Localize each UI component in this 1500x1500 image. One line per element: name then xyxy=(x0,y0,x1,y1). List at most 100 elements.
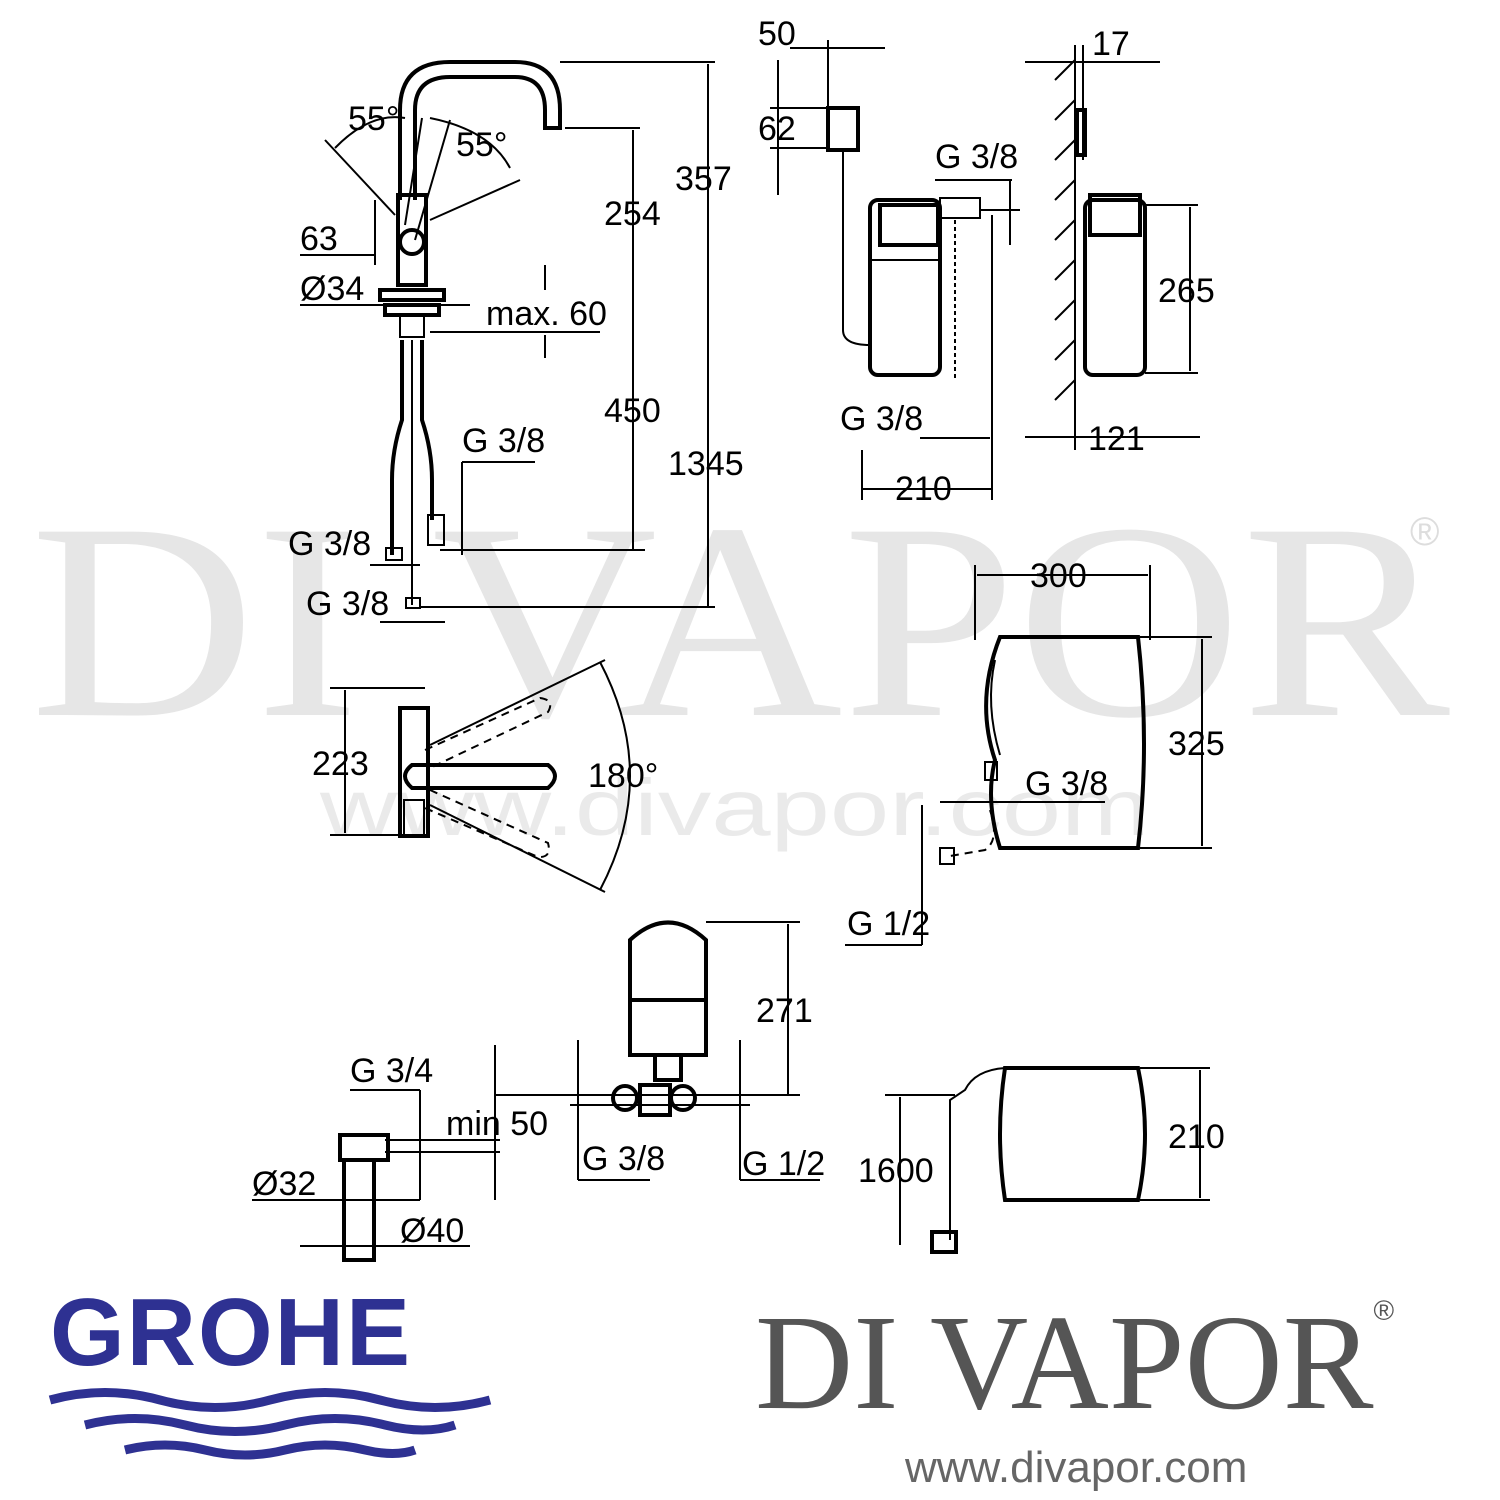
boiler-plug xyxy=(930,1230,958,1254)
filter-head xyxy=(878,203,940,247)
valve-center xyxy=(638,1083,672,1117)
angle-arc-right xyxy=(429,117,511,169)
dim-180: 180° xyxy=(588,757,658,795)
dim-max60: max. 60 xyxy=(486,295,607,333)
dim-50: 50 xyxy=(758,15,796,53)
tap-hose-right xyxy=(420,340,434,520)
divapor-url: www.divapor.com xyxy=(905,1443,1248,1492)
tap-spout xyxy=(398,60,562,200)
tap-connector-left xyxy=(385,547,403,561)
angle-arc-left xyxy=(334,116,406,149)
filter-cable xyxy=(842,150,871,346)
dim-121: 121 xyxy=(1088,420,1145,458)
thread-right-label: G 3/8 xyxy=(462,422,545,460)
dim-325: 325 xyxy=(1168,725,1225,763)
tap-connector-right xyxy=(427,514,445,546)
dim-300: 300 xyxy=(1030,557,1087,595)
waste-trap-pipe xyxy=(342,1158,376,1262)
thread-g34-label: G 3/4 xyxy=(350,1052,433,1090)
watermark-brand: DI VAPOR xyxy=(30,465,1452,776)
tap-shank xyxy=(399,314,425,338)
filter-valve xyxy=(939,197,981,219)
dim-265: 265 xyxy=(1158,272,1215,310)
tap-hose-left xyxy=(390,340,404,555)
thread-boiler-inlet: G 1/2 xyxy=(847,905,930,943)
plan-spout-upper xyxy=(424,696,552,769)
angle-ray-left xyxy=(324,139,396,216)
side-cartridge xyxy=(1083,198,1147,377)
waste-fitting: G 3/4 min 50 Ø32 Ø40 xyxy=(252,1052,548,1262)
thread-boiler-outlet: G 3/8 xyxy=(1025,765,1108,803)
filter-cartridge xyxy=(868,198,942,377)
grohe-wave-logo xyxy=(48,1388,492,1460)
dim-1345: 1345 xyxy=(668,445,744,483)
divapor-registered-mark: ® xyxy=(1373,1295,1395,1326)
tap-elevation: 55° 55° 63 Ø34 max. 60 254 450 357 1345 … xyxy=(288,60,744,623)
thread-bottom-label-filter: G 3/8 xyxy=(840,400,923,438)
side-head xyxy=(1088,193,1142,237)
angle-ray-center xyxy=(404,117,423,226)
angle-right-label: 55° xyxy=(456,126,507,164)
expansion-vessel: 271 G 3/8 G 1/2 xyxy=(494,920,825,1200)
thread-top-label: G 3/8 xyxy=(935,138,1018,176)
dim-d32: Ø32 xyxy=(252,1165,316,1203)
valve-left xyxy=(611,1084,639,1112)
boiler-front: 300 325 G 3/8 G 1/2 xyxy=(845,557,1225,946)
vessel-neck xyxy=(653,1053,683,1082)
boiler-side: 210 1600 xyxy=(858,1066,1225,1254)
boiler-side-body xyxy=(998,1066,1147,1202)
thread-vessel-right: G 1/2 xyxy=(742,1145,825,1183)
boiler-inlet-pipe xyxy=(949,809,995,857)
waste-trap-head xyxy=(338,1133,390,1162)
dim-17: 17 xyxy=(1092,25,1130,63)
dim-1600: 1600 xyxy=(858,1152,934,1190)
swivel-ray-bottom xyxy=(429,804,606,893)
angle-left-label: 55° xyxy=(348,100,399,138)
plan-spout-center xyxy=(403,763,557,790)
thread-vessel-left: G 3/8 xyxy=(582,1140,665,1178)
thread-bottom-label: G 3/8 xyxy=(306,585,389,623)
watermark-registered: ® xyxy=(1410,510,1439,554)
dim-254: 254 xyxy=(604,195,661,233)
tap-handle xyxy=(398,228,426,256)
tap-base-nut xyxy=(383,303,441,317)
dim-271: 271 xyxy=(756,992,813,1030)
divapor-logo: DI VAPOR® www.divapor.com xyxy=(755,1295,1475,1493)
valve-right xyxy=(669,1084,697,1112)
filter-unit: 50 62 G 3/8 G 3/8 210 17 xyxy=(758,15,1215,508)
tap-connector-bottom xyxy=(405,597,421,609)
swivel-ray-top xyxy=(429,659,606,746)
boiler-outlet xyxy=(984,761,998,781)
dim-210-filter: 210 xyxy=(895,470,952,508)
tap-base-washer xyxy=(378,288,446,302)
boiler-inner-curve xyxy=(990,659,1001,756)
dim-min50: min 50 xyxy=(446,1105,548,1143)
dim-63: 63 xyxy=(300,220,338,258)
dim-223: 223 xyxy=(312,745,369,783)
thread-left-label: G 3/8 xyxy=(288,525,371,563)
dim-450: 450 xyxy=(604,392,661,430)
angle-ray-right xyxy=(429,179,521,221)
boiler-inlet xyxy=(939,847,955,865)
wall-hatch xyxy=(1054,59,1076,401)
vessel-body xyxy=(628,920,708,1057)
swivel-arc xyxy=(599,661,631,891)
boiler-cable xyxy=(949,1067,1006,1240)
dim-d34: Ø34 xyxy=(300,270,364,308)
watermark-url: www.divapor.com xyxy=(319,763,1150,852)
filter-control-box xyxy=(826,106,860,152)
tap-body xyxy=(396,193,428,287)
dim-62: 62 xyxy=(758,110,796,148)
divapor-logo-text: DI VAPOR xyxy=(755,1288,1374,1438)
grohe-logo-text: GROHE xyxy=(50,1279,413,1386)
plan-spout-lower xyxy=(424,789,550,859)
tap-plan: 223 180° xyxy=(312,659,658,893)
plan-tap-base xyxy=(403,799,425,837)
watermark: DI VAPOR ® www.divapor.com xyxy=(30,465,1452,852)
dim-210-side: 210 xyxy=(1168,1118,1225,1156)
side-bracket xyxy=(1075,108,1087,157)
dim-d40: Ø40 xyxy=(400,1212,464,1250)
dim-357: 357 xyxy=(675,160,732,198)
angle-ray-top xyxy=(414,119,451,241)
